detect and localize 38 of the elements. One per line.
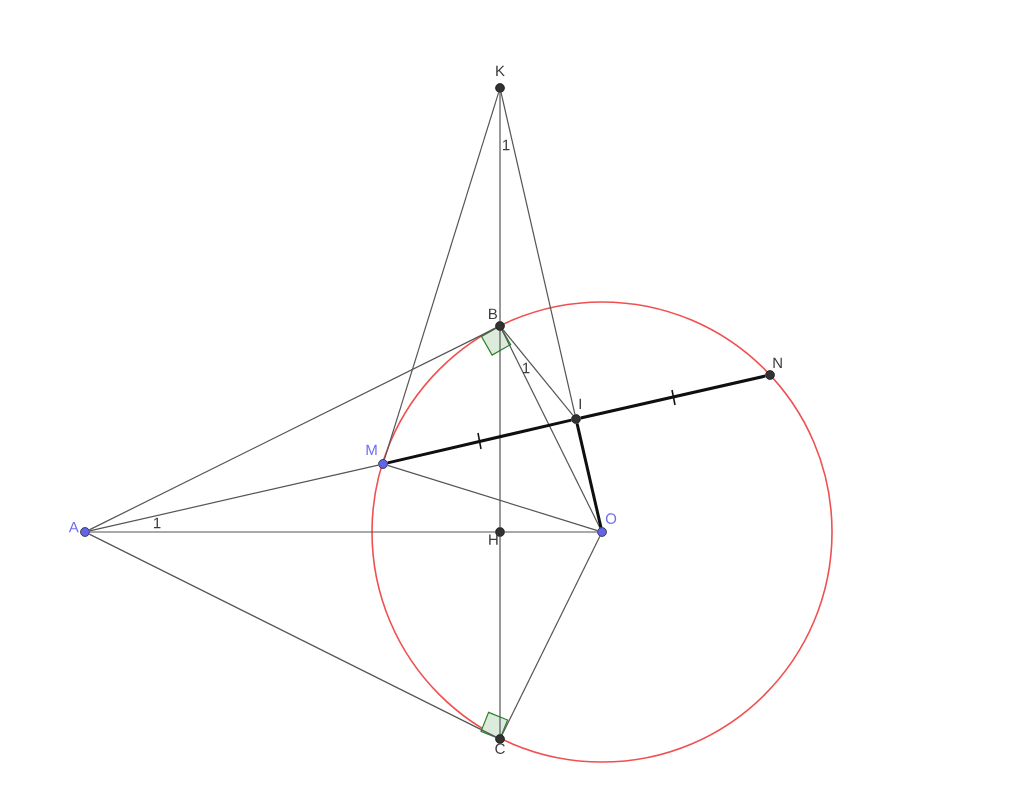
angle-label: 1	[523, 362, 530, 374]
segment	[387, 464, 599, 532]
segment	[387, 418, 572, 465]
segment	[499, 330, 501, 528]
segment	[383, 92, 500, 460]
segment	[88, 533, 497, 738]
node-label: B	[489, 308, 498, 319]
node-label: H	[489, 534, 498, 545]
segment	[89, 464, 379, 532]
point: H	[489, 527, 505, 545]
segment	[500, 92, 576, 415]
segment	[499, 92, 501, 322]
point: C	[495, 734, 505, 754]
segment	[501, 535, 601, 736]
segment	[499, 536, 501, 735]
angle-label: 1	[503, 139, 510, 151]
node-label: N	[773, 357, 782, 368]
point: O	[597, 513, 617, 537]
node-label: M	[366, 444, 377, 455]
segment	[501, 329, 601, 529]
point: I	[571, 398, 581, 424]
point: A	[68, 522, 90, 537]
angle-label: 1	[154, 517, 161, 529]
node-label: A	[68, 522, 79, 533]
point: B	[489, 308, 505, 331]
point: M	[366, 444, 388, 469]
node-label: C	[495, 743, 505, 755]
segment	[89, 531, 496, 533]
segment	[575, 423, 603, 528]
node-label: K	[496, 65, 505, 76]
segment	[88, 327, 497, 531]
node-label: I	[579, 398, 581, 409]
point: K	[495, 65, 505, 93]
point: N	[765, 357, 782, 380]
segment	[502, 329, 574, 416]
segment	[504, 531, 598, 533]
node-label: O	[605, 513, 617, 524]
segment	[580, 374, 766, 420]
